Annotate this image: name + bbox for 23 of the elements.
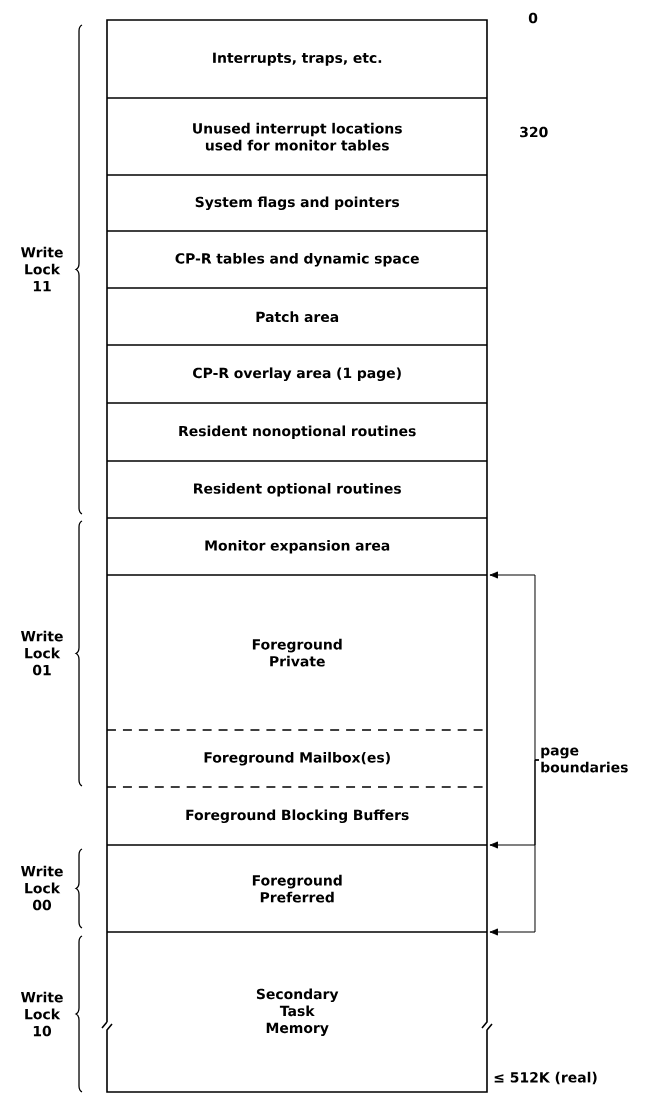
memory-region: Secondary Task Memory	[256, 988, 339, 1036]
memory-region: Unused interrupt locations used for monitor tables	[193, 122, 402, 151]
lock-label: Write Lock 00	[20, 865, 63, 911]
memory-region: Resident nonoptional routines	[179, 425, 416, 439]
memory-region: CP-R tables and dynamic space	[175, 252, 419, 267]
memory-region: Foreground Private	[252, 638, 342, 667]
memory-region: Patch area	[256, 311, 339, 323]
address-label: 0	[528, 12, 538, 24]
address-label: ≤ 512K (real)	[494, 1071, 597, 1085]
memory-region: System flags and pointers	[195, 196, 399, 210]
lock-label: Write Lock 11	[20, 246, 63, 292]
lock-label: Write Lock 01	[20, 630, 63, 676]
annotation-text: page boundaries	[541, 747, 628, 773]
leader-line	[489, 759, 540, 936]
memory-region: Foreground Preferred	[252, 874, 342, 903]
memory-region: Interrupts, traps, etc.	[213, 52, 382, 66]
memory-region: Foreground Blocking Buffers	[186, 809, 409, 823]
memory-region: Resident optional routines	[194, 482, 401, 497]
memory-region: Monitor expansion area	[205, 539, 390, 554]
memory-region: Foreground Mailbox(es)	[204, 751, 390, 766]
lock-label: Write Lock 10	[20, 991, 63, 1037]
address-label: 320	[520, 126, 548, 138]
memory-region: CP-R overlay area (1 page)	[193, 367, 401, 381]
